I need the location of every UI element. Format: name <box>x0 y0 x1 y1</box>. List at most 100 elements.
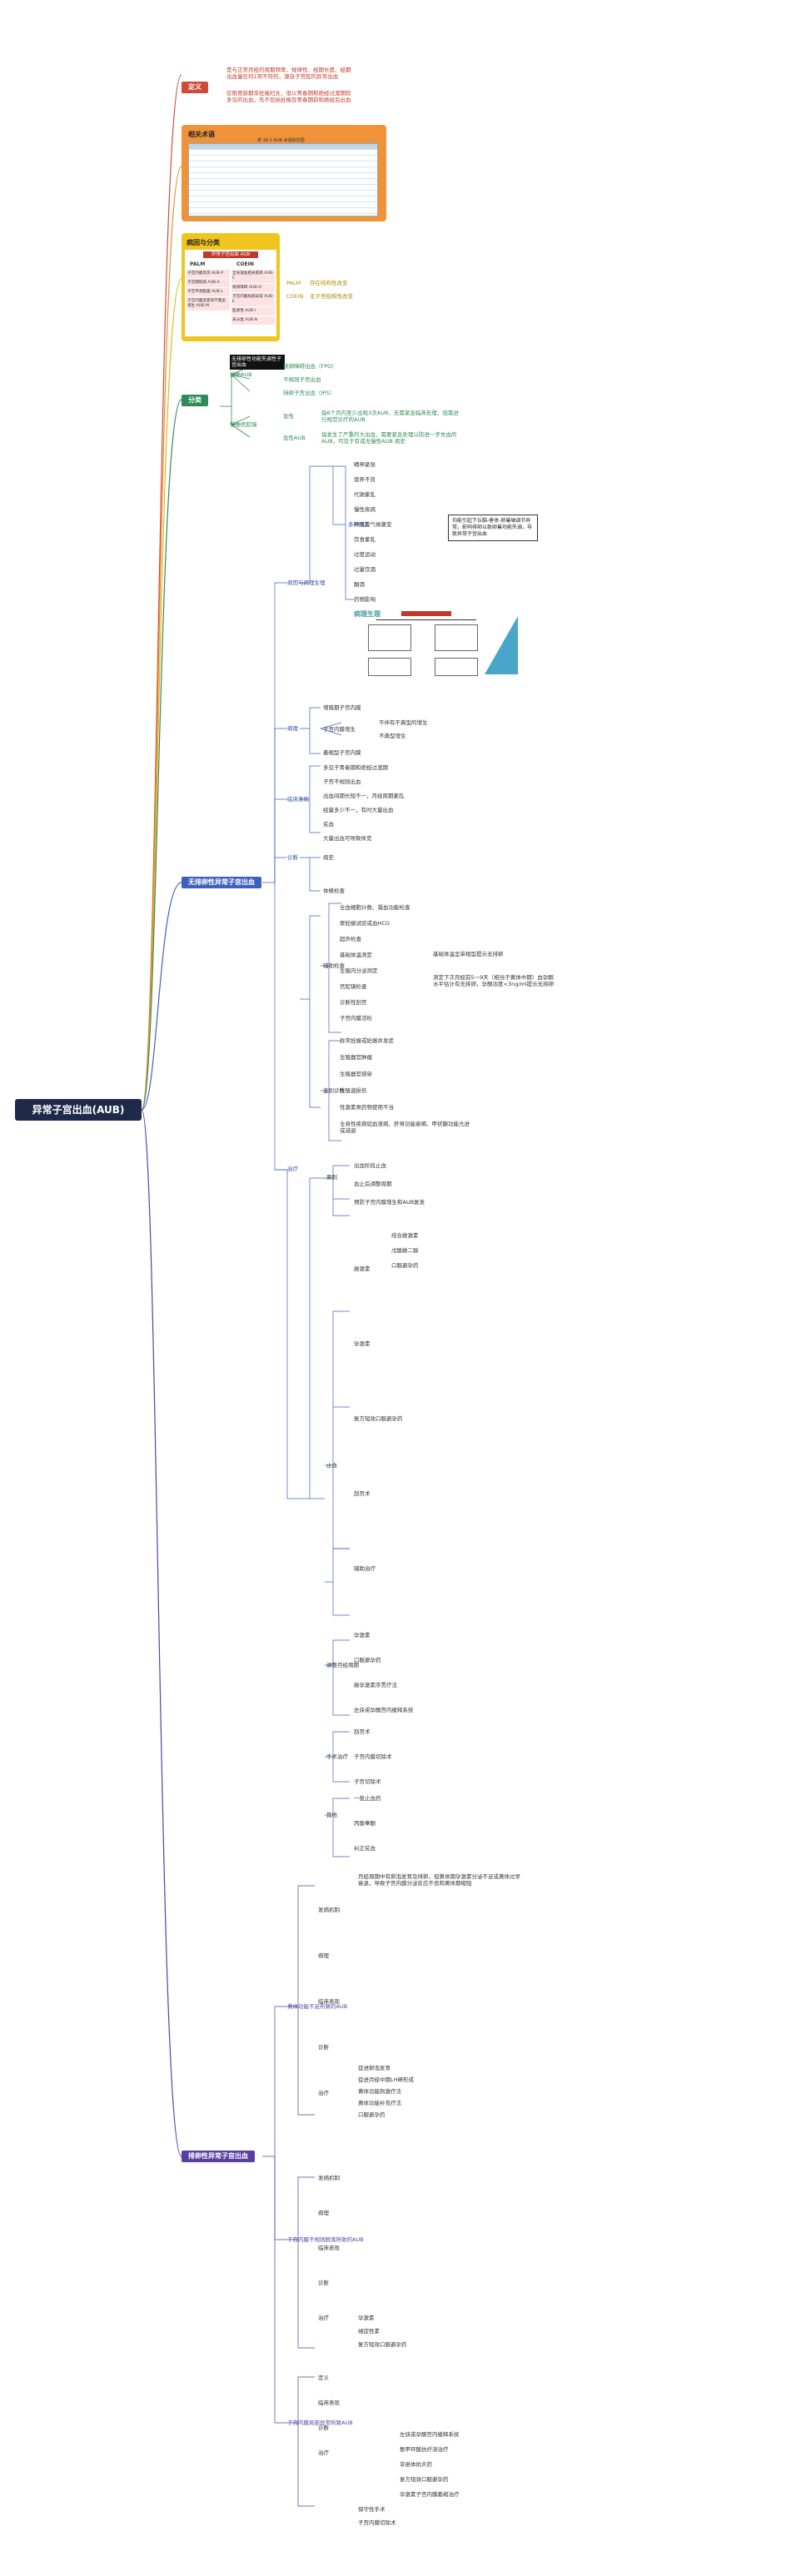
classification-title: 病因与分类 <box>187 239 220 246</box>
local-surgery-item: 保守性手术 <box>358 2506 386 2513</box>
terms-table: 表 18-1 AUB 术语和范围 <box>188 138 378 216</box>
fenlei-black-box: 无排卵性功能失调性子宫出血 <box>230 355 285 370</box>
shedding-item: 临床表现 <box>318 2245 340 2251</box>
hemostasis-item: 辅助治疗 <box>354 1565 376 1572</box>
classification-row: 子宫平滑肌瘤 AUB-L <box>187 288 230 296</box>
ddx-item: 全身性疾病如血液病、肝肾功能衰竭、甲状腺功能亢进或减退 <box>340 1121 470 1134</box>
luteal-item: 诊断 <box>318 2044 329 2051</box>
root-node[interactable]: 异常子宫出血(AUB) <box>15 1099 142 1121</box>
palm-side-key: PALM <box>286 280 301 286</box>
principle-label[interactable]: 原则 <box>326 1174 337 1181</box>
exam-item: 诊断性刮宫 <box>340 999 367 1006</box>
clinical-item: 贫血 <box>323 821 334 828</box>
clinical-label[interactable]: 临床表现 <box>287 796 309 803</box>
local-item: 治疗 <box>318 2449 329 2456</box>
fenlei-group-chronic[interactable]: 慢性AUB <box>230 371 252 378</box>
ddx-label[interactable]: 鉴别诊断 <box>323 1087 345 1094</box>
classification-row: 排卵障碍 AUB-O <box>231 284 275 292</box>
shedding-item: 治疗 <box>318 2315 329 2321</box>
shedding-item: 发病机制 <box>318 2175 340 2181</box>
other-label[interactable]: 其他 <box>326 1812 337 1818</box>
local-label[interactable]: 子宫内膜局部异常所致AUB <box>287 2419 353 2426</box>
mechanism-label[interactable]: 病理生理 <box>354 610 381 618</box>
clinical-item: 大量出血可导致休克 <box>323 835 372 842</box>
palm-title: PALM <box>190 261 206 267</box>
fenlei-group-acute[interactable]: 急性 <box>283 413 294 420</box>
etiology-label[interactable]: 病因与病理生理 <box>287 579 326 586</box>
luteal-item: 病理 <box>318 1952 329 1959</box>
cause-item: 环境及气候骤变 <box>354 521 392 528</box>
shedding-treatment-item: 复方短效口服避孕药 <box>358 2341 407 2348</box>
diagnosis-label[interactable]: 诊断 <box>287 854 298 861</box>
hormone-item: 结合雌激素 <box>391 1232 419 1239</box>
hemostasis-item: 孕激素 <box>354 1340 371 1347</box>
classification-row: 医源性 AUB-I <box>231 307 275 316</box>
fenlei-acute-aub-text: 指发生了严重的大出血，需要紧急处理以防进一步失血的AUB，可见于有或无慢性AUB… <box>321 431 457 445</box>
surgery-item: 子宫切除术 <box>354 1778 381 1785</box>
clinical-item: 出血间期长短不一，月经周期紊乱 <box>323 793 405 799</box>
clinical-item: 子宫不规则出血 <box>323 778 361 785</box>
surgery-label[interactable]: 手术治疗 <box>326 1753 348 1760</box>
exam-item: 子宫内膜活检 <box>340 1015 372 1022</box>
hormone-item: 口服避孕药 <box>391 1262 419 1269</box>
terms-title: 相关术语 <box>188 131 215 138</box>
mechanism-triangle <box>485 616 518 674</box>
cause-item: 慢性疾病 <box>354 506 376 513</box>
fenlei-acute-text: 指6个月内至少出现3次AUB，无需紧急临床处理，但需进行规范诊疗的AUB <box>321 410 459 423</box>
treatment-label[interactable]: 治疗 <box>287 1166 298 1172</box>
shedding-treatment-item: 绒促性素 <box>358 2328 380 2335</box>
exam-item: 尿妊娠试验或血HCG <box>340 920 390 927</box>
classification-row: 子宫腺肌病 AUB-A <box>187 279 230 287</box>
definition-node[interactable]: 定义 <box>182 82 208 93</box>
classification-row: 子宫内膜恶变和不典型增生 AUB-M <box>187 297 230 311</box>
anovulatory-node[interactable]: 无排卵性异常子宫出血 <box>182 877 261 888</box>
cause-item: 精神紧张 <box>354 461 376 468</box>
luteal-item: 发病机制 <box>318 1907 340 1913</box>
local-treatment-item: 孕激素子宫内膜萎缩治疗 <box>400 2491 460 2498</box>
ovulatory-node[interactable]: 排卵性异常子宫出血 <box>182 2151 255 2162</box>
fenlei-node[interactable]: 分类 <box>182 395 208 406</box>
local-treatment-item: 复方短效口服避孕药 <box>400 2476 449 2483</box>
fenlei-group-acute-aub[interactable]: 急性AUB <box>283 435 306 441</box>
local-treatment-item: 非甾体抗炎药 <box>400 2461 432 2468</box>
cause-item: 过度运动 <box>354 551 376 558</box>
fenlei-group-2[interactable]: 慢性宫腔镜 <box>230 421 257 428</box>
local-item: 诊断 <box>318 2424 329 2431</box>
other-item: 一般止血药 <box>354 1795 381 1802</box>
ddx-item: 生殖器官肿瘤 <box>340 1054 372 1061</box>
cause-item: 酗酒 <box>354 581 365 588</box>
luteal-treatment-item: 黄体功能补充疗法 <box>358 2100 401 2106</box>
luteal-label[interactable]: 黄体功能不足所致的AUB <box>287 2003 348 2010</box>
classification-row: 未分类 AUB-N <box>231 316 275 325</box>
other-item: 纠正贫血 <box>354 1845 376 1852</box>
pathology-sub-2: 不典型增生 <box>379 733 406 739</box>
causes-label[interactable]: 多种因素 <box>348 521 370 528</box>
mechanism-header-bar <box>401 611 451 616</box>
shedding-label[interactable]: 子宫内膜不规则脱落所致的AUB <box>287 2236 364 2243</box>
ddx-item: 生殖道损伤 <box>340 1087 367 1094</box>
pathology-item-2: 子宫内膜增生 <box>323 726 356 733</box>
terms-table-header <box>189 144 377 150</box>
luteal-item: 治疗 <box>318 2090 329 2096</box>
pathology-label[interactable]: 病理 <box>287 725 298 732</box>
hormone-note: 测定下次月经前5～9天（相当于黄体中期）血孕酮水平估计有无排卵，孕酮浓度<3ng… <box>433 974 555 987</box>
hemostasis-label[interactable]: 止血 <box>326 1462 337 1469</box>
cause-item: 饮食紊乱 <box>354 536 376 543</box>
luteal-definition: 月经周期中有卵泡发育及排卵，但黄体期孕激素分泌不足或黄体过早衰退，导致子宫内膜分… <box>358 1873 520 1887</box>
pathology-sub-1: 不伴有不典型的增生 <box>379 719 428 726</box>
definition-text-1: 是与正常月经的周期频率、规律性、经期长度、经期出血量任何1项不符的，源自子宫腔的… <box>226 67 351 80</box>
coein-side-text: 无子宫结构性改变 <box>310 293 353 300</box>
cycle-item: 左炔诺孕酮宫内缓释系统 <box>354 1707 414 1713</box>
exam-item: 超声检查 <box>340 936 361 942</box>
classification-row: 子宫内膜息肉 AUB-P <box>187 270 230 278</box>
cause-item: 代谢紊乱 <box>354 491 376 498</box>
diagnosis-exam: 体格检查 <box>323 888 345 894</box>
exams-label[interactable]: 辅助检查 <box>323 962 345 969</box>
clinical-item: 经量多少不一，有时大量出血 <box>323 807 394 813</box>
cause-item: 药物影响 <box>354 596 376 603</box>
luteal-item: 临床表现 <box>318 1998 340 2005</box>
cycle-label[interactable]: 调整月经周期 <box>326 1662 359 1668</box>
luteal-treatment-item: 黄体功能刺激疗法 <box>358 2088 401 2095</box>
